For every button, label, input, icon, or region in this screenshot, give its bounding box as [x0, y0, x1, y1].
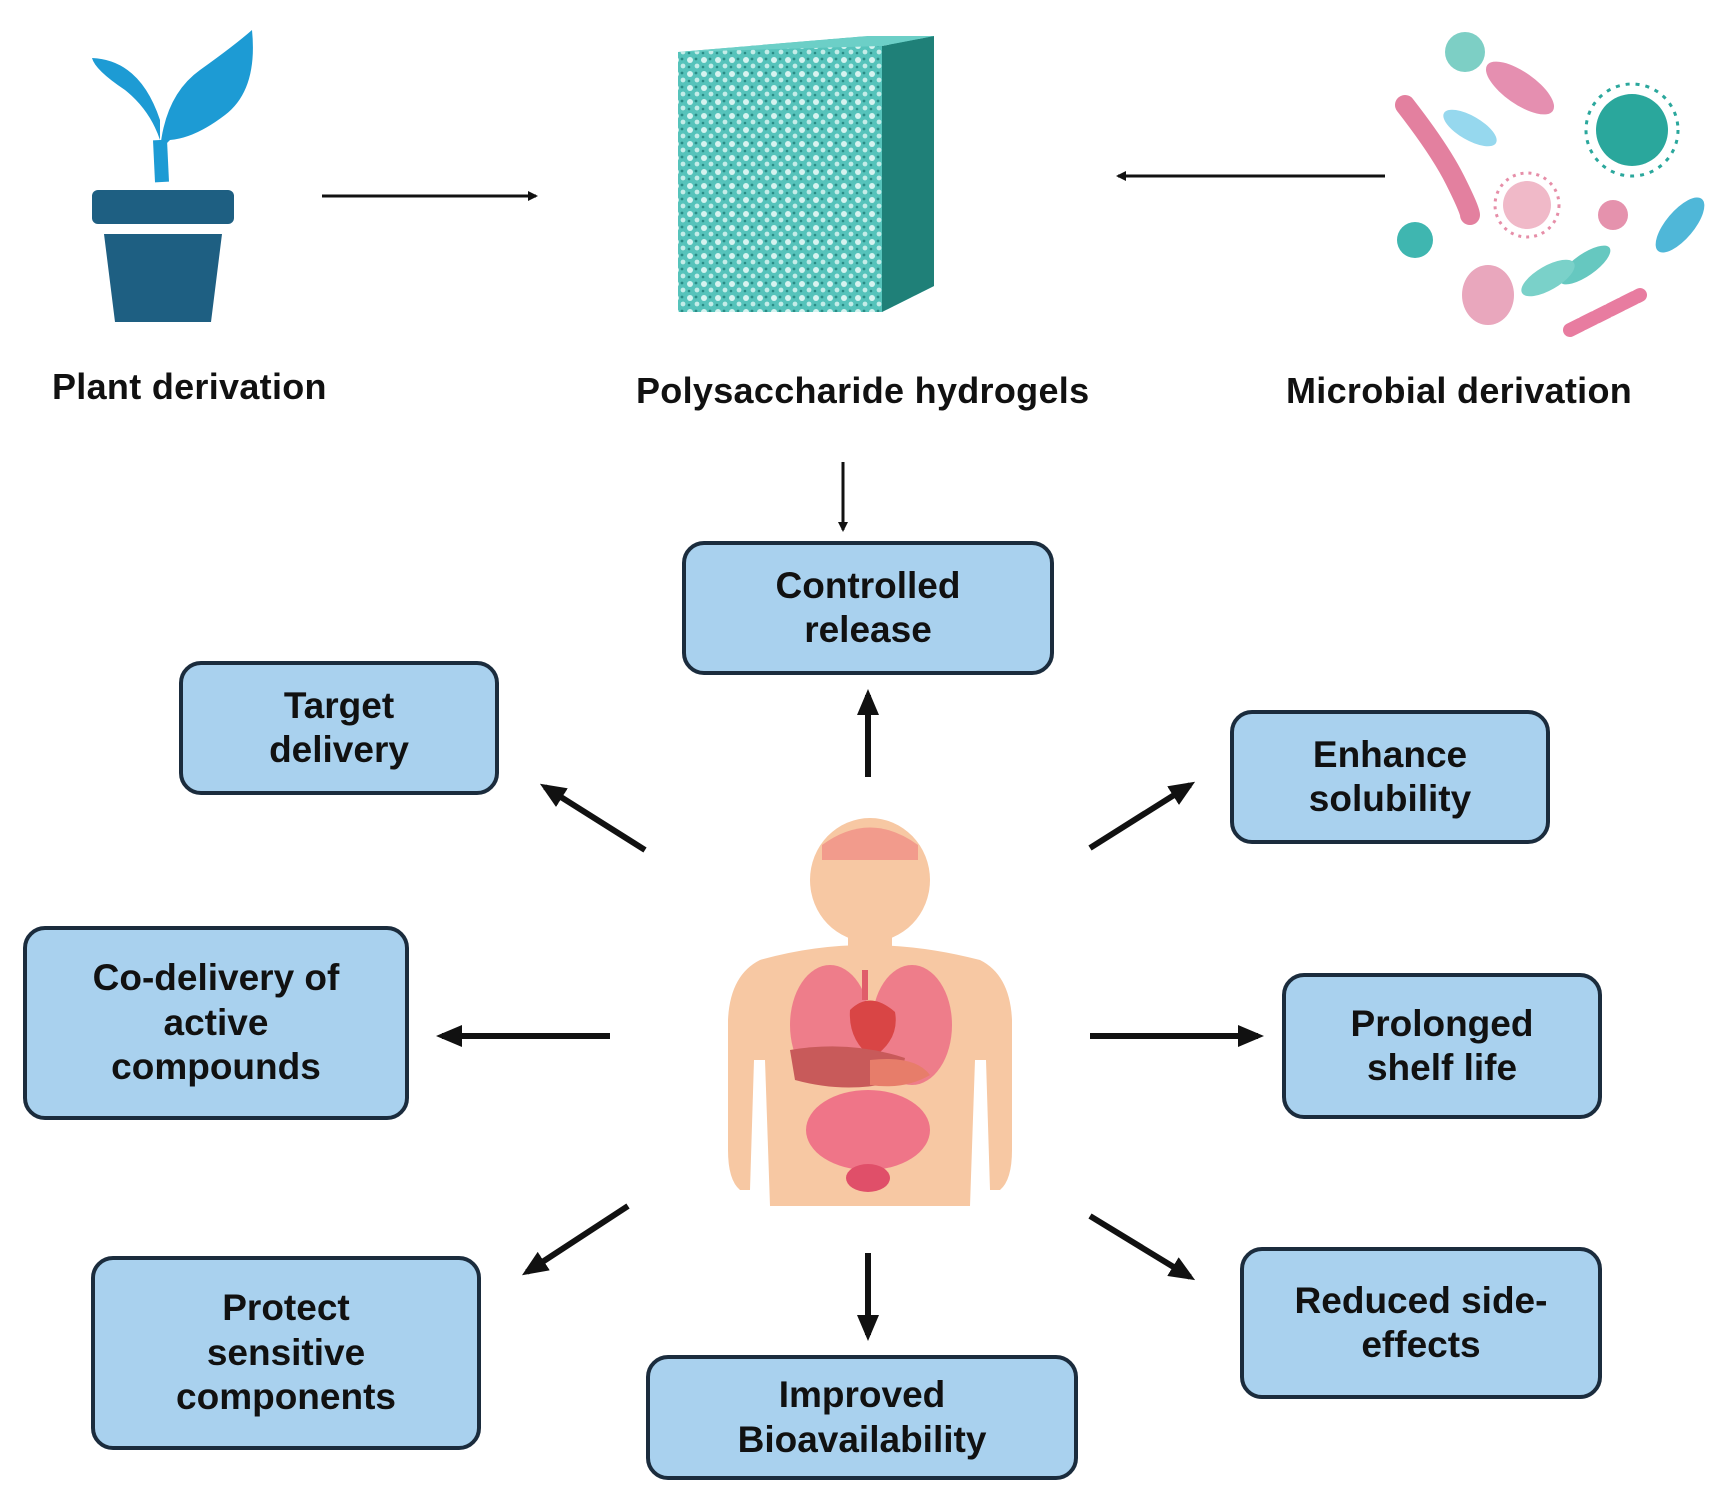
- plant-derivation-label: Plant derivation: [52, 366, 327, 407]
- improved-bioavailability-box: Improved Bioavailability: [646, 1355, 1078, 1480]
- controlled-release-box: Controlled release: [682, 541, 1054, 675]
- enhance-solubility-box: Enhance solubility: [1230, 710, 1550, 844]
- arrow-to-enhance-solubility: [1088, 781, 1196, 851]
- arrow-to-protect-components: [521, 1203, 630, 1276]
- protect-components-box: Protect sensitive components: [91, 1256, 481, 1450]
- arrow-to-reduced-side-effects: [1088, 1213, 1196, 1281]
- reduced-side-effects-box: Reduced side- effects: [1240, 1247, 1602, 1399]
- target-delivery-box: Target delivery: [179, 661, 499, 795]
- prolonged-shelf-life-box: Prolonged shelf life: [1282, 973, 1602, 1119]
- co-delivery-box: Co-delivery of active compounds: [23, 926, 409, 1120]
- benefit-arrows: [436, 689, 1264, 1341]
- potted-plant-icon: [92, 30, 253, 322]
- human-body-organs-icon: [728, 818, 1012, 1206]
- arrow-to-target-delivery: [539, 783, 647, 853]
- microbial-derivation-label: Microbial derivation: [1286, 370, 1633, 411]
- hydrogel-block-icon: [678, 36, 934, 312]
- polysaccharide-hydrogels-label: Polysaccharide hydrogels: [636, 370, 1090, 411]
- source-arrows: [322, 171, 1385, 532]
- microbes-icon: [1395, 32, 1705, 337]
